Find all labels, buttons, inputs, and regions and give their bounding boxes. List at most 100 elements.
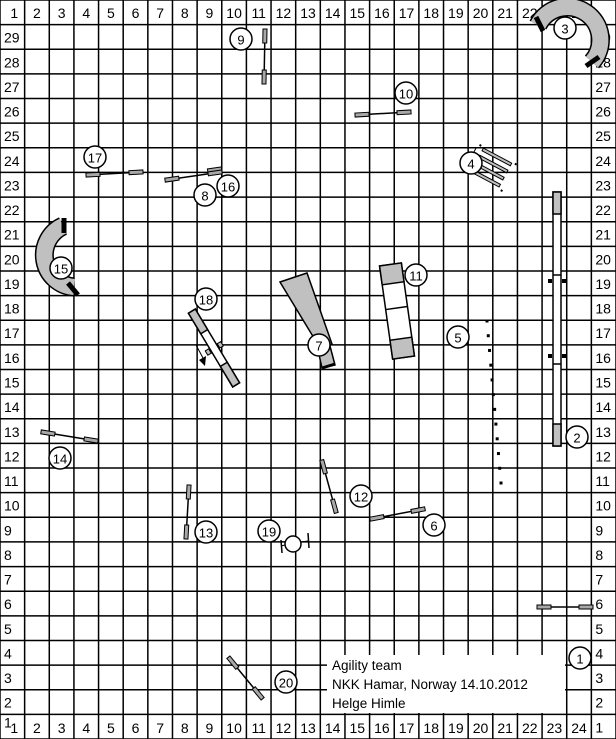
obstacle-number-2: 2 [565,425,589,449]
obstacle-number-9: 9 [229,27,253,51]
number-label: 12 [354,490,368,505]
jump-wing [251,685,265,701]
row-label-left: 11 [4,473,19,489]
jump-wing [185,484,192,500]
column-label-bottom: 12 [276,720,292,736]
number-circle [216,174,240,198]
jump-wing [536,604,552,610]
number-circle [307,333,331,357]
row-label-left: 8 [4,547,12,563]
weave-pole [486,334,490,338]
obstacle-number-8: 8 [193,183,217,207]
jump-wing [319,458,328,475]
info-box [327,655,565,713]
weave-pole [493,407,497,411]
row-label-right: 9 [595,522,603,538]
row-label-right: 27 [595,79,611,95]
obstacle-number-13: 13 [194,520,218,544]
number-circle [553,16,577,40]
row-label-left: 13 [4,424,20,440]
column-label-bottom: 20 [473,720,489,736]
obstacle-number-14: 14 [48,446,72,470]
number-label: 11 [409,269,423,284]
row-label-right: 13 [595,424,611,440]
jump [183,484,192,540]
row-label-right: 20 [595,251,611,267]
course-title: Agility team [332,658,402,673]
column-label-top: 2 [33,5,41,21]
direction-arrow-icon [195,344,206,366]
row-label-right: 22 [595,202,611,218]
jump [536,604,594,610]
column-label-top: 3 [58,5,66,21]
column-label-top: 13 [300,5,316,21]
obstacle-number-3: 3 [553,16,577,40]
row-label-left: 20 [4,251,20,267]
row-label-right: 24 [595,153,611,169]
grid-labels: 1122334455667788991010111112121313141415… [4,5,611,736]
row-label-right: 14 [595,399,611,415]
column-label-bottom: 11 [251,720,266,736]
number-label: 14 [53,452,67,467]
row-label-right: 2 [595,695,603,711]
dogwalk-2 [548,191,566,447]
long-jump-4 [464,144,518,192]
row-label-left: 29 [4,30,20,46]
row-label-right: 26 [595,104,611,120]
number-label: 18 [199,293,213,308]
tunnel-end-icon [584,54,601,69]
column-label-bottom: 24 [571,720,587,736]
row-label-right: 12 [595,448,611,464]
row-label-left: 21 [4,227,20,243]
number-circle [349,484,373,508]
column-label-bottom: 2 [33,720,41,736]
number-circle [83,145,107,169]
chute-7 [278,272,336,370]
number-label: 20 [279,676,293,691]
column-label-bottom: 19 [448,720,464,736]
course-info: Agility team NKK Hamar, Norway 14.10.201… [332,656,528,713]
jump [354,109,412,118]
jump-wing [164,175,180,183]
obstacle-number-19: 19 [257,519,281,543]
row-label-left: 27 [4,79,20,95]
weave-pole [485,319,489,323]
number-circle [49,256,73,280]
column-label-bottom: 3 [58,720,66,736]
weave-pole [491,393,495,397]
number-label: 19 [262,525,276,540]
jump-wing [83,436,99,444]
number-circle [404,263,428,287]
a-frame-11 [378,262,416,360]
number-circle [394,81,418,105]
jump [226,655,265,701]
jump [319,458,339,515]
number-circle [229,27,253,51]
jump-wing [226,655,240,671]
column-label-top: 6 [132,5,140,21]
row-label-left: 12 [4,448,20,464]
row-label-left: 15 [4,375,20,391]
obstacle-number-18: 18 [194,287,218,311]
column-label-top: 1 [10,5,18,21]
column-label-bottom: 15 [349,720,365,736]
column-label-top: 7 [156,5,164,21]
row-label-right: 5 [595,621,603,637]
number-label: 13 [199,526,213,541]
row-label-right: 25 [595,128,611,144]
jump-wing [40,429,56,437]
tunnel-15 [34,217,80,297]
row-label-left: 24 [4,153,20,169]
seesaw-18 [187,308,241,388]
column-label-bottom: 10 [226,720,242,736]
number-circle [257,519,281,543]
jump-wing [206,166,223,173]
column-label-top: 10 [226,5,242,21]
number-label: 9 [237,33,244,48]
row-label-right: 19 [595,276,611,292]
obstacle-number-1: 1 [568,646,592,670]
row-label-right: 1 [595,719,603,735]
column-label-top: 4 [82,5,90,21]
row-label-left: 5 [4,621,12,637]
